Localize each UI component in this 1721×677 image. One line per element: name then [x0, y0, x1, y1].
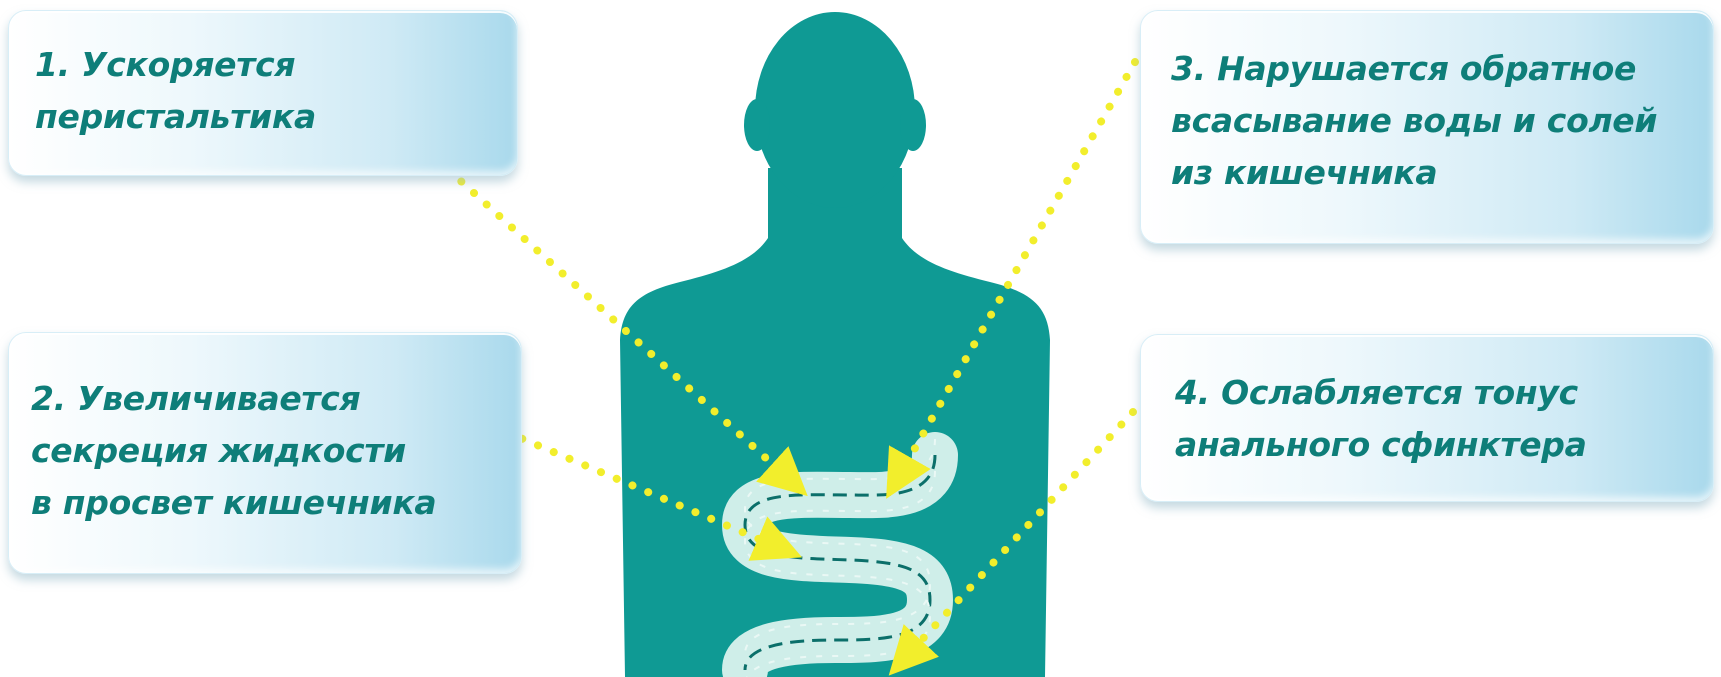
callout-box-4: 4. Ослабляется тонус анального сфинктера	[1140, 334, 1714, 502]
callout-text-2: 2. Увеличивается секреция жидкости в про…	[31, 373, 436, 529]
intestine-icon	[745, 439, 935, 677]
intestine-outer	[745, 455, 935, 670]
callout-box-3: 3. Нарушается обратное всасывание воды и…	[1140, 10, 1714, 244]
head-shape	[755, 12, 915, 208]
callout-text-3: 3. Нарушается обратное всасывание воды и…	[1171, 43, 1657, 199]
callout-line: перистальтика	[35, 91, 316, 143]
callout-line: 1. Ускоряется	[35, 39, 316, 91]
callout-text-1: 1. Ускоряется перистальтика	[35, 39, 316, 143]
callout-line: 4. Ослабляется тонус	[1175, 367, 1587, 419]
callout-line: всасывание воды и солей	[1171, 95, 1657, 147]
callout-line: 3. Нарушается обратное	[1171, 43, 1657, 95]
callout-line: анального сфинктера	[1175, 419, 1587, 471]
callout-line: секреция жидкости	[31, 425, 436, 477]
callout-text-4: 4. Ослабляется тонус анального сфинктера	[1175, 367, 1587, 471]
torso-shape	[620, 205, 1050, 677]
callout-line: в просвет кишечника	[31, 477, 436, 529]
callout-box-2: 2. Увеличивается секреция жидкости в про…	[8, 332, 522, 574]
callout-line: 2. Увеличивается	[31, 373, 436, 425]
callout-box-1: 1. Ускоряется перистальтика	[8, 10, 518, 176]
callout-line: из кишечника	[1171, 147, 1657, 199]
ear-right	[900, 99, 926, 151]
ear-left	[744, 99, 770, 151]
